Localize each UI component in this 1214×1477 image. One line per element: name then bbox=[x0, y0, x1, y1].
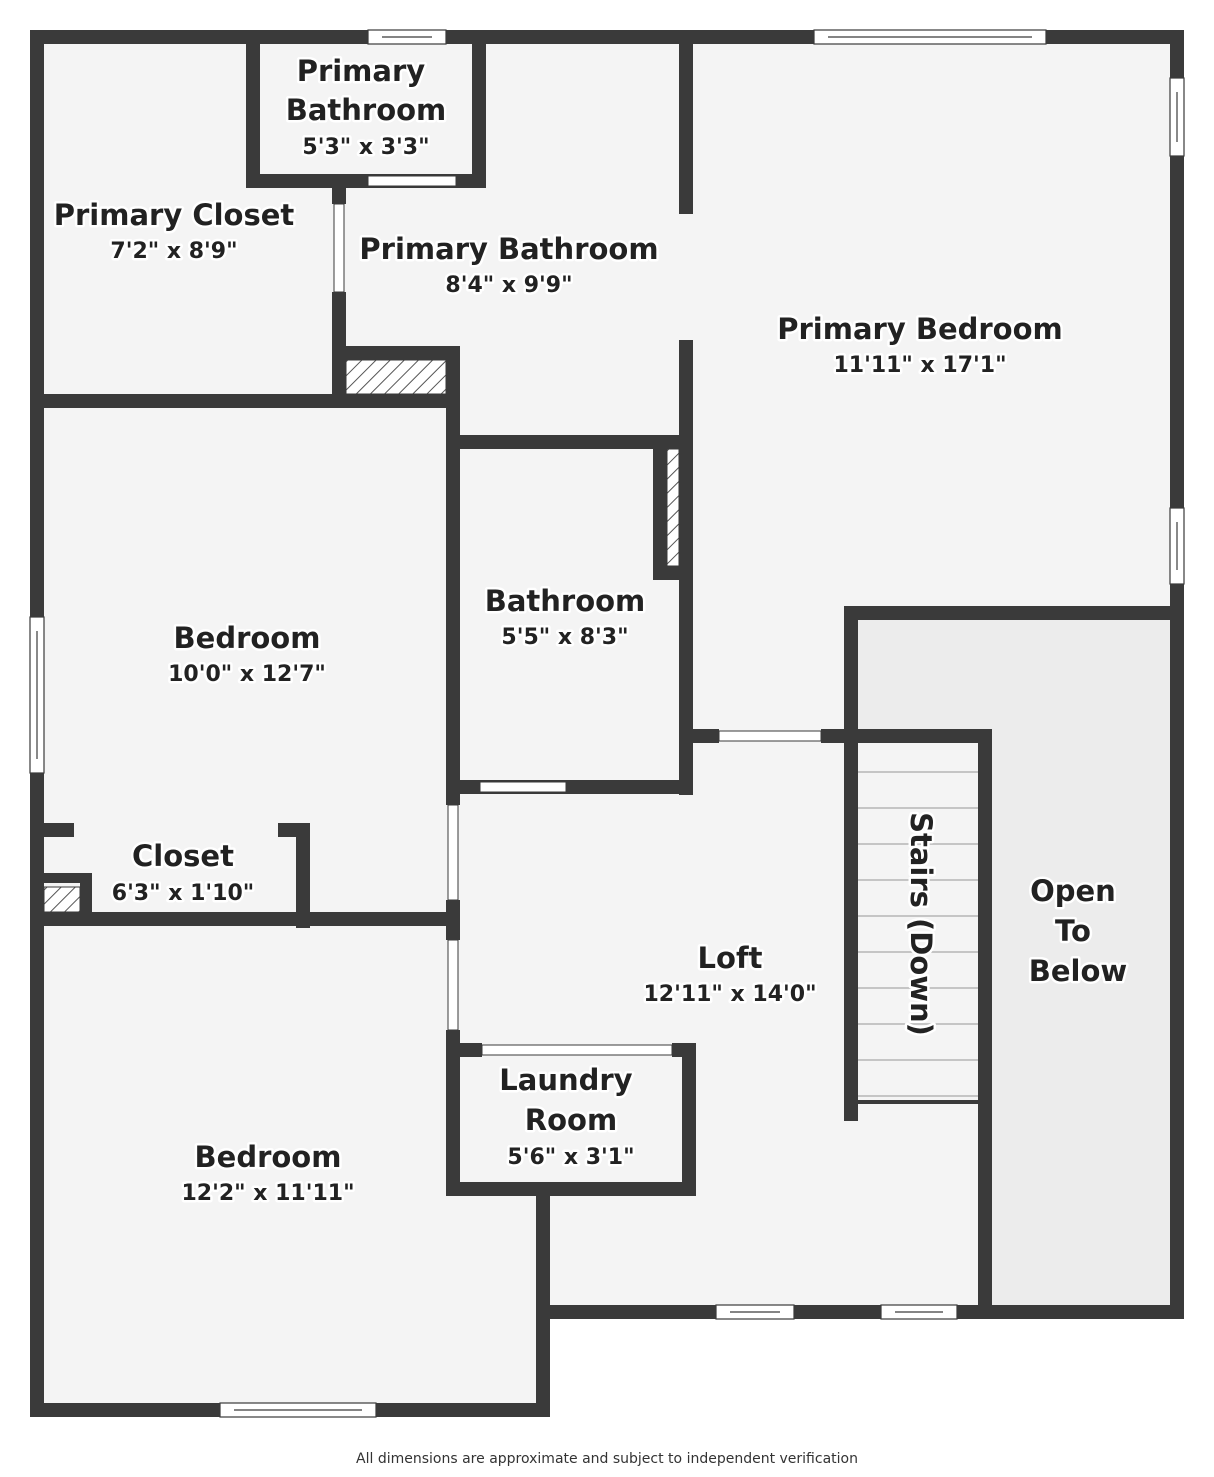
room-primary-bathroom-small-name: Primary Bathroom bbox=[286, 54, 447, 127]
room-stairs-name: Stairs (Down) bbox=[904, 812, 938, 1036]
room-primary-closet-name: Primary Closet bbox=[54, 198, 295, 232]
room-bedroom-upper-dims: 10'0" x 12'7" bbox=[168, 662, 326, 687]
room-primary-bedroom-dims: 11'11" x 17'1" bbox=[833, 353, 1006, 378]
room-bedroom-lower-name: Bedroom bbox=[195, 1140, 342, 1174]
room-primary-bedroom-name: Primary Bedroom bbox=[777, 312, 1062, 346]
room-closet-name: Closet bbox=[132, 839, 234, 873]
room-primary-closet-dims: 7'2" x 8'9" bbox=[110, 239, 237, 264]
room-primary-bathroom-dims: 8'4" x 9'9" bbox=[445, 273, 572, 298]
room-open-to-below-name: Open To Below bbox=[1029, 874, 1127, 988]
room-laundry-dims: 5'6" x 3'1" bbox=[507, 1145, 634, 1170]
hatched-chases bbox=[43, 359, 680, 913]
room-loft-name: Loft bbox=[698, 941, 763, 975]
floor-areas bbox=[37, 37, 1177, 1410]
windows bbox=[29, 29, 1185, 1418]
room-closet-dims: 6'3" x 1'10" bbox=[112, 881, 254, 906]
room-bathroom-dims: 5'5" x 8'3" bbox=[501, 625, 628, 650]
room-loft-dims: 12'11" x 14'0" bbox=[643, 982, 816, 1007]
room-bedroom-lower-dims: 12'2" x 11'11" bbox=[181, 1181, 354, 1206]
room-laundry-name: Laundry Room bbox=[499, 1063, 642, 1137]
room-primary-bathroom-name: Primary Bathroom bbox=[359, 232, 658, 266]
stair-treads bbox=[858, 771, 978, 1104]
disclaimer-text: All dimensions are approximate and subje… bbox=[356, 1451, 858, 1467]
door-openings bbox=[333, 175, 822, 1056]
room-bedroom-upper-name: Bedroom bbox=[174, 621, 321, 655]
room-labels: Primary Bathroom 5'3" x 3'3" Primary Clo… bbox=[51, 52, 1129, 1209]
room-primary-bathroom-small-dims: 5'3" x 3'3" bbox=[302, 135, 429, 160]
room-bathroom-name: Bathroom bbox=[485, 584, 646, 618]
